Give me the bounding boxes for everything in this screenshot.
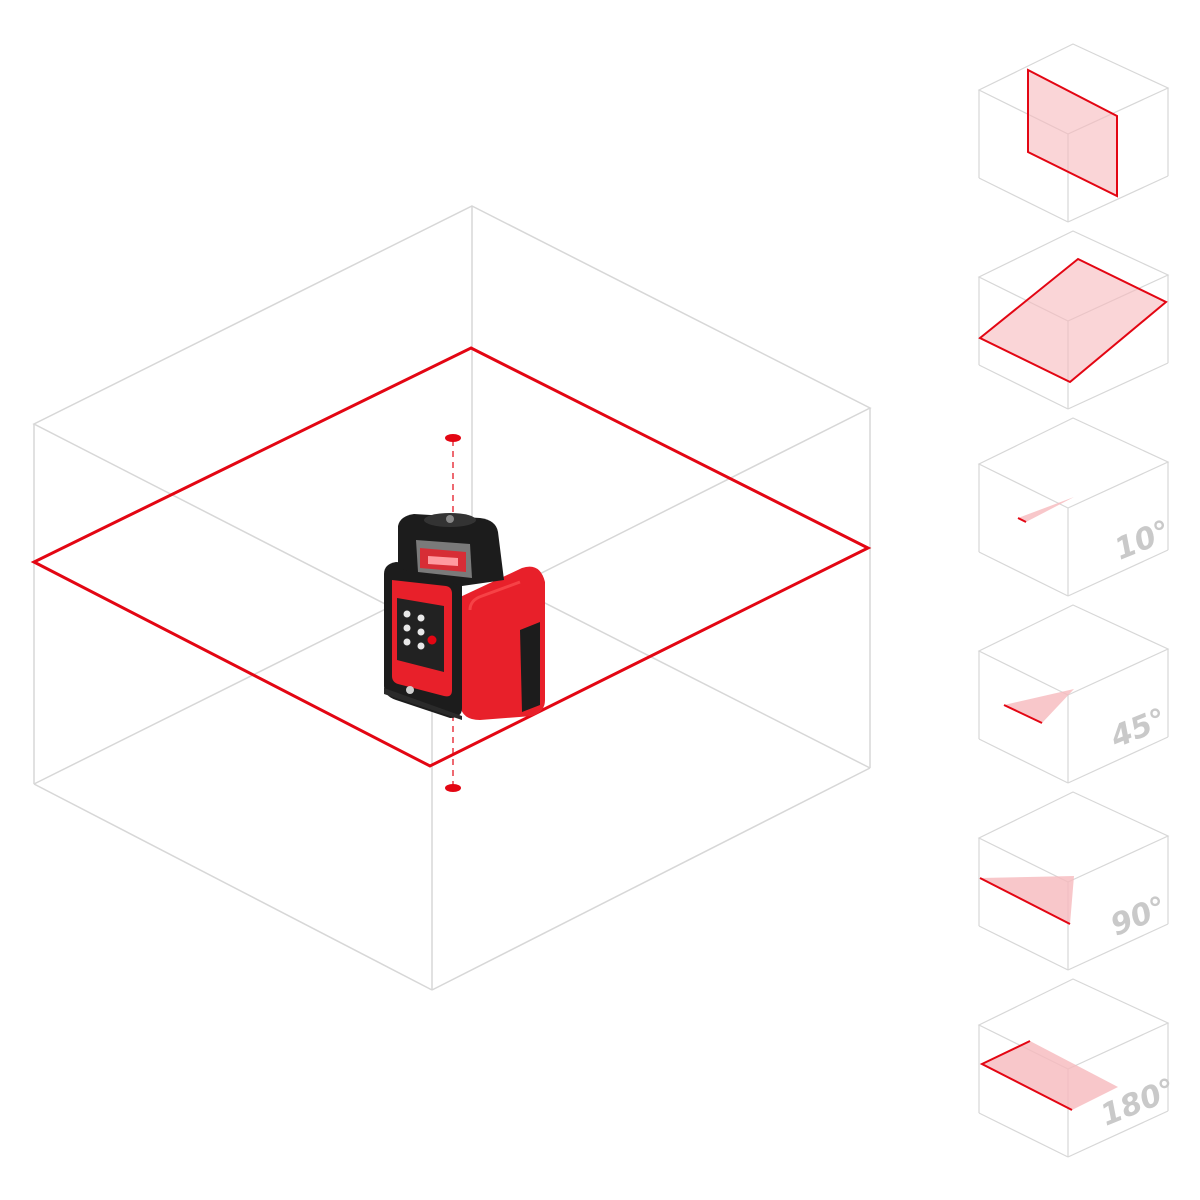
plumb-dot-down bbox=[445, 784, 461, 792]
mode-panel-sector-180: 180° bbox=[977, 978, 1181, 1158]
horizontal-laser-line bbox=[30, 346, 872, 768]
mode-panel-vertical bbox=[977, 43, 1170, 223]
mode-panel-sector-10: 10° bbox=[977, 417, 1176, 597]
sector-label-90: 90° bbox=[1106, 890, 1172, 944]
rotary-laser-level bbox=[384, 513, 545, 720]
plumb-dot-up bbox=[445, 434, 461, 442]
mode-panel-sector-90: 90° bbox=[977, 791, 1172, 971]
sector-label-10: 10° bbox=[1110, 514, 1176, 568]
mode-panel-sector-45: 45° bbox=[977, 604, 1172, 784]
mode-panel-horizontal bbox=[977, 230, 1170, 410]
keypad bbox=[403, 610, 437, 650]
sector-label-45: 45° bbox=[1105, 702, 1172, 756]
